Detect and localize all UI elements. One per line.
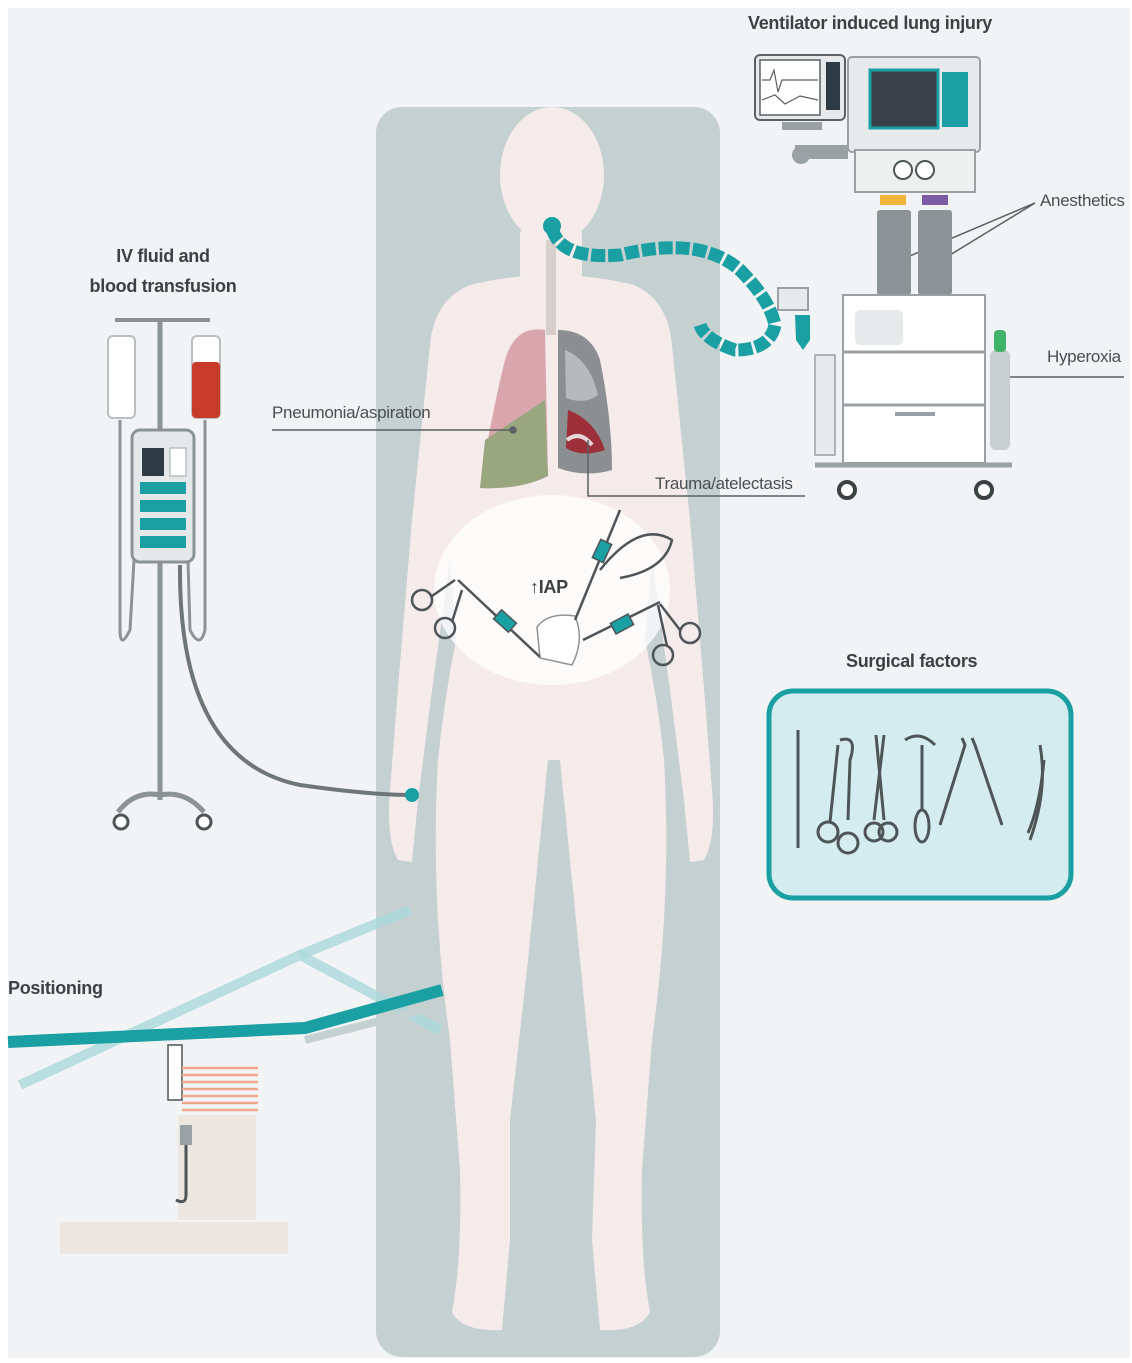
iv-title-line2: blood transfusion — [82, 276, 244, 297]
hyperoxia-label: Hyperoxia — [1047, 347, 1121, 367]
oxygen-cylinder-icon — [990, 350, 1010, 450]
ventilator-title: Ventilator induced lung injury — [748, 13, 992, 34]
surgical-instruments-icon — [769, 691, 1071, 898]
tube-connector — [543, 217, 561, 235]
trachea — [546, 240, 556, 335]
pneumonia-label: Pneumonia/aspiration — [272, 403, 430, 423]
trauma-label: Trauma/atelectasis — [655, 474, 793, 494]
positioning-label: Positioning — [8, 978, 103, 999]
iv-title-line1: IV fluid and — [82, 246, 244, 267]
iap-label: ↑IAP — [530, 577, 568, 598]
anesthetics-label: Anesthetics — [1040, 191, 1125, 211]
iv-fluid-bag — [108, 336, 135, 418]
iv-cannula — [405, 788, 419, 802]
surgical-factors-label: Surgical factors — [846, 651, 977, 672]
